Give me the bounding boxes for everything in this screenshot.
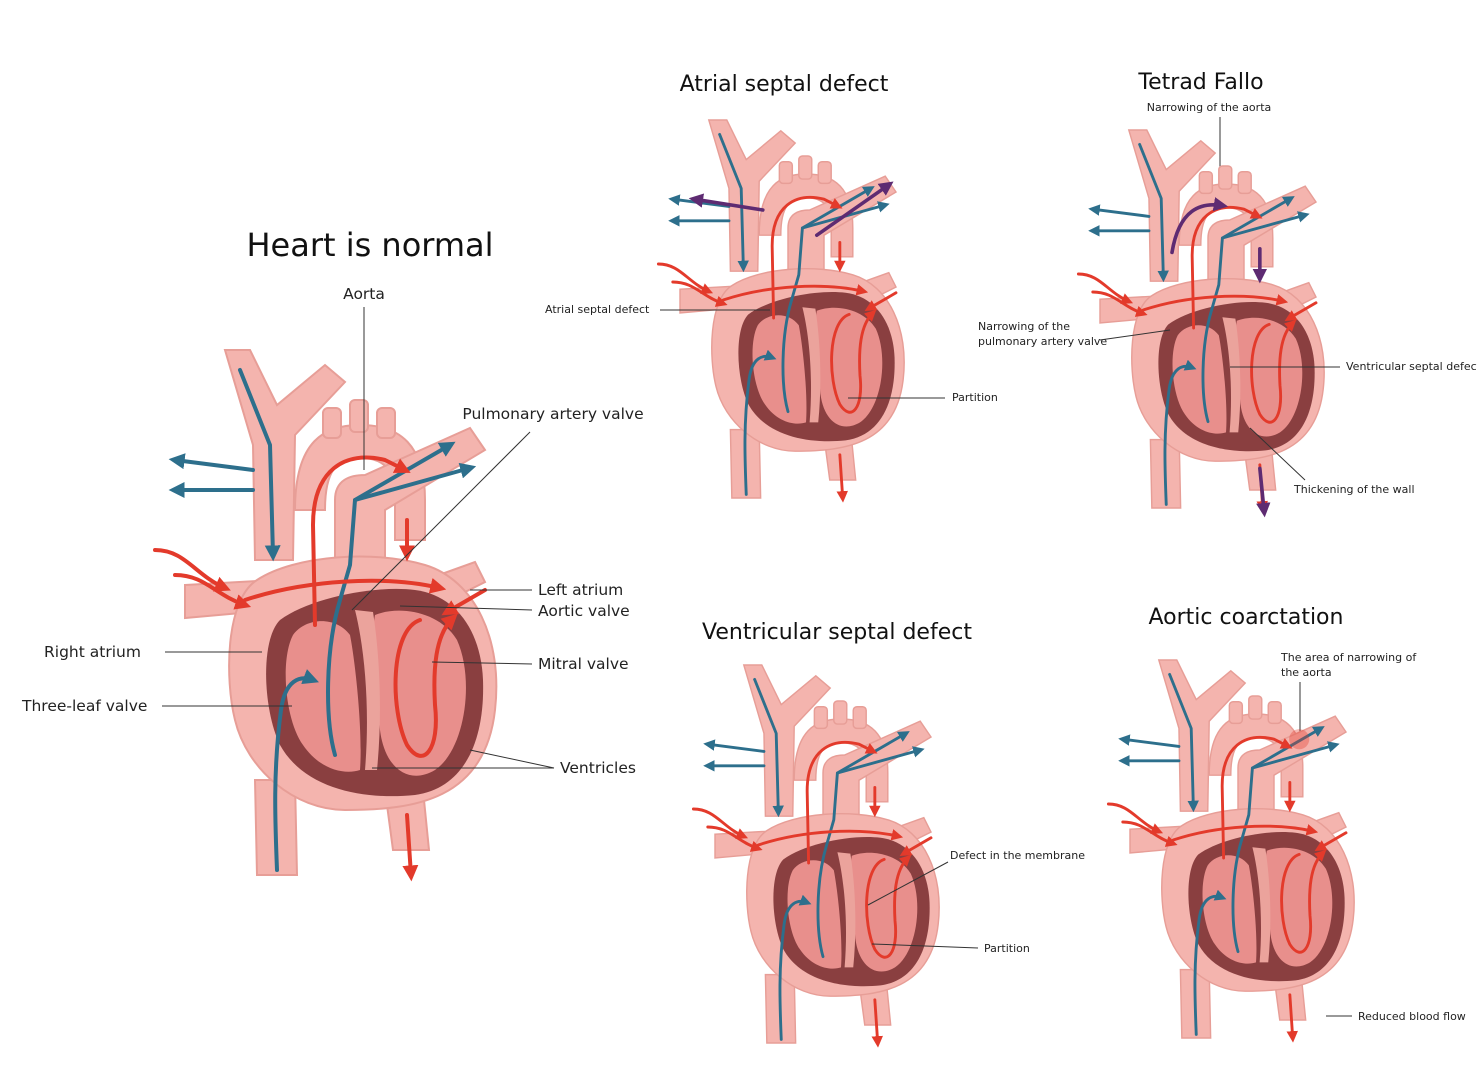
label-coarctation-area-2: the aorta bbox=[1281, 666, 1332, 679]
label-aorta: Aorta bbox=[343, 285, 385, 303]
label-pulmonary-artery-valve: Pulmonary artery valve bbox=[462, 405, 643, 423]
label-tetrad-narrowing-pulmonary-2: pulmonary artery valve bbox=[978, 335, 1107, 348]
label-tetrad-thickening: Thickening of the wall bbox=[1293, 483, 1415, 496]
label-right-atrium: Right atrium bbox=[44, 643, 141, 661]
leader-aortic-valve bbox=[399, 605, 533, 611]
panel-vsd-title: Ventricular septal defect bbox=[702, 620, 972, 645]
label-asd-partition: Partition bbox=[952, 391, 998, 404]
normal-heart-illustration bbox=[155, 350, 496, 875]
vsd-heart-illustration bbox=[693, 665, 939, 1043]
label-vsd-membrane-defect: Defect in the membrane bbox=[950, 849, 1085, 862]
leader-vsd-membrane-defect bbox=[867, 861, 949, 906]
panel-atrial-septal-defect: Atrial septal defect Atrial septal defec… bbox=[545, 72, 998, 498]
label-ventricles: Ventricles bbox=[560, 759, 636, 777]
panel-asd-title: Atrial septal defect bbox=[680, 72, 889, 97]
panel-tetrad-title: Tetrad Fallo bbox=[1137, 70, 1263, 95]
leader-pulmonary-artery-valve bbox=[351, 431, 531, 611]
leader-ventricles-1 bbox=[469, 749, 555, 769]
label-aortic-valve: Aortic valve bbox=[538, 602, 630, 620]
label-three-leaf-valve: Three-leaf valve bbox=[21, 697, 147, 715]
panel-ventricular-septal-defect: Ventricular septal defect Defect in the … bbox=[693, 620, 1085, 1043]
leader-tetrad-narrowing-pulmonary bbox=[1099, 329, 1171, 341]
label-coarctation-area-1: The area of narrowing of bbox=[1280, 651, 1417, 664]
label-tetrad-vsd: Ventricular septal defect bbox=[1346, 360, 1477, 373]
panel-coarctation-title: Aortic coarctation bbox=[1149, 605, 1344, 630]
label-asd-defect: Atrial septal defect bbox=[545, 303, 650, 316]
panel-normal-heart: Heart is normal Aorta Pulmonary artery v… bbox=[21, 226, 644, 875]
coarctation-heart-illustration bbox=[1108, 660, 1354, 1038]
leader-mitral-valve bbox=[431, 661, 533, 665]
leader-vsd-partition bbox=[871, 943, 979, 949]
asd-heart-illustration bbox=[658, 120, 904, 498]
label-vsd-partition: Partition bbox=[984, 942, 1030, 955]
label-coarctation-reduced-flow: Reduced blood flow bbox=[1358, 1010, 1466, 1023]
panel-normal-title: Heart is normal bbox=[246, 226, 493, 264]
label-mitral-valve: Mitral valve bbox=[538, 655, 629, 673]
label-left-atrium: Left atrium bbox=[538, 581, 623, 599]
panel-tetrad-fallo: Tetrad Fallo Narrowing of the aorta Narr… bbox=[978, 70, 1477, 518]
tetrad-heart-illustration bbox=[1078, 130, 1324, 518]
leader-tetrad-thickening bbox=[1249, 427, 1306, 481]
panel-aortic-coarctation: Aortic coarctation The area of narrowing… bbox=[1108, 605, 1466, 1038]
label-tetrad-narrowing-pulmonary-1: Narrowing of the bbox=[978, 320, 1070, 333]
label-tetrad-narrowing-aorta: Narrowing of the aorta bbox=[1147, 101, 1272, 114]
